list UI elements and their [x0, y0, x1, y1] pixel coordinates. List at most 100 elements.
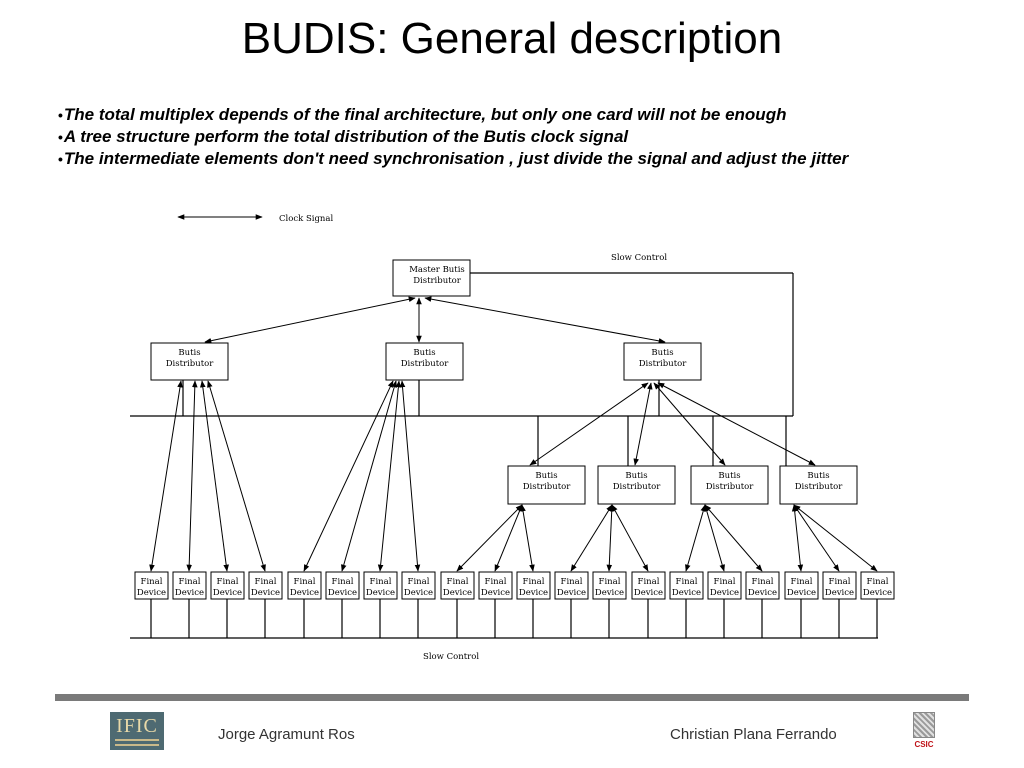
- clock-signal-arrow: [793, 504, 840, 572]
- clock-signal-arrow: [653, 382, 726, 466]
- clock-signal-arrow: [207, 380, 266, 572]
- butis-distributor-label: Distributor: [523, 482, 572, 492]
- butis-distributor-label: Distributor: [401, 359, 450, 369]
- final-device-label: Device: [137, 588, 166, 598]
- final-device-label: Device: [863, 588, 892, 598]
- final-device-label: Final: [867, 577, 889, 587]
- final-device-label: Device: [595, 588, 624, 598]
- butis-distributor-label: Butis: [807, 471, 829, 481]
- final-device-label: Device: [710, 588, 739, 598]
- author-right: Christian Plana Ferrando: [670, 726, 837, 743]
- slow-control-bottom-label: Slow Control: [423, 652, 479, 662]
- clock-signal-arrow: [793, 504, 878, 572]
- final-device-label: Final: [599, 577, 621, 587]
- butis-distributor-label: Distributor: [795, 482, 844, 492]
- clock-signal-arrow: [494, 504, 523, 572]
- final-device-label: Final: [523, 577, 545, 587]
- clock-signal-arrow: [341, 380, 397, 572]
- final-device-label: Final: [561, 577, 583, 587]
- final-device-label: Device: [481, 588, 510, 598]
- final-device-label: Device: [634, 588, 663, 598]
- clock-signal-arrow: [704, 504, 725, 572]
- bullet-item: The total multiplex depends of the final…: [58, 104, 848, 126]
- final-device-label: Device: [748, 588, 777, 598]
- final-device-label: Final: [408, 577, 430, 587]
- final-device-label: Final: [141, 577, 163, 587]
- clock-signal-arrow: [529, 382, 649, 466]
- final-device-label: Device: [443, 588, 472, 598]
- clock-signal-arrow: [685, 504, 706, 572]
- final-device-label: Device: [787, 588, 816, 598]
- slow-control-top-label: Slow Control: [611, 253, 667, 263]
- clock-signal-arrow: [657, 382, 816, 466]
- clock-signal-arrow: [791, 504, 804, 572]
- final-device-label: Final: [791, 577, 813, 587]
- csic-logo: CSIC: [912, 712, 936, 752]
- clock-signal-arrow: [606, 504, 615, 572]
- final-device-label: Device: [825, 588, 854, 598]
- final-device-label: Final: [447, 577, 469, 587]
- final-device-label: Final: [370, 577, 392, 587]
- clock-signal-arrow: [704, 504, 763, 572]
- final-device-label: Device: [519, 588, 548, 598]
- butis-distributor-label: Butis: [718, 471, 740, 481]
- final-device-label: Final: [829, 577, 851, 587]
- final-device-label: Device: [175, 588, 204, 598]
- clock-signal-arrow: [204, 296, 416, 344]
- final-device-label: Device: [328, 588, 357, 598]
- butis-distributor-label: Butis: [651, 348, 673, 358]
- butis-distributor-label: Butis: [413, 348, 435, 358]
- clock-signal-arrow: [303, 380, 394, 572]
- final-device-label: Device: [557, 588, 586, 598]
- final-device-label: Final: [332, 577, 354, 587]
- butis-distributor-label: Butis: [625, 471, 647, 481]
- final-device-label: Final: [638, 577, 660, 587]
- final-device-label: Final: [217, 577, 239, 587]
- ific-logo: IFIC: [110, 712, 164, 750]
- final-device-label: Final: [179, 577, 201, 587]
- clock-signal-arrow: [633, 382, 653, 466]
- final-device-label: Final: [485, 577, 507, 587]
- butis-distributor-label: Distributor: [706, 482, 755, 492]
- final-device-label: Device: [290, 588, 319, 598]
- clock-signal-arrow: [424, 296, 666, 344]
- final-device-label: Final: [752, 577, 774, 587]
- final-device-label: Final: [294, 577, 316, 587]
- clock-signal-arrow: [186, 380, 198, 572]
- bullet-item: The intermediate elements don't need syn…: [58, 148, 848, 170]
- master-butis-distributor-label: Distributor: [413, 276, 462, 286]
- bullet-item: A tree structure perform the total distr…: [58, 126, 848, 148]
- bullet-list: The total multiplex depends of the final…: [58, 104, 848, 170]
- legend-clock-signal-label: Clock Signal: [279, 214, 333, 224]
- clock-signal-arrow: [570, 504, 613, 572]
- final-device-label: Final: [676, 577, 698, 587]
- master-butis-distributor-label: Master Butis: [409, 265, 465, 275]
- final-device-label: Device: [366, 588, 395, 598]
- clock-signal-arrow: [520, 504, 535, 572]
- final-device-label: Final: [714, 577, 736, 587]
